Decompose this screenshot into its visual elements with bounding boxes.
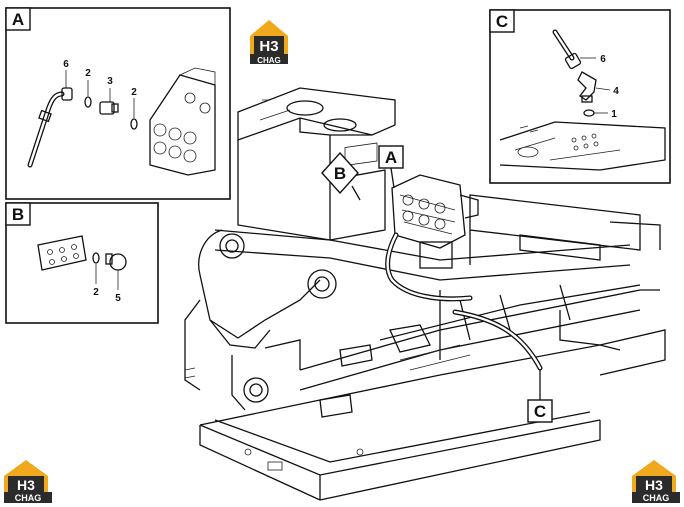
brand-logo-top: H3 CHAG [250, 20, 288, 65]
machine-frame [184, 87, 666, 501]
main-view-tag-c: C [527, 370, 553, 423]
panel-a-callout-3: 3 [107, 76, 113, 87]
main-tag-a-text: A [385, 148, 397, 167]
logo-br-line1: H3 [645, 477, 663, 493]
main-view-tag-a: A [378, 145, 404, 189]
panel-a-label: A [12, 10, 24, 29]
control-valve-block [391, 174, 479, 269]
main-tag-c-text: C [534, 402, 546, 421]
panel-c-callout-1: 6 [600, 54, 606, 65]
logo-top-line1: H3 [259, 38, 278, 55]
detail-panel-a: A 6 2 3 2 [5, 7, 231, 200]
panel-a-callout-1: 6 [63, 59, 69, 70]
logo-br-line2: CHAG [643, 493, 670, 503]
panel-b-callout-1: 2 [93, 287, 99, 298]
main-tag-b-text: B [334, 164, 346, 183]
panel-c-label: C [496, 12, 508, 31]
panel-c-callout-3: 1 [611, 109, 617, 120]
logo-top-line2: CHAG [257, 56, 281, 65]
logo-bl-line2: CHAG [15, 493, 42, 503]
panel-b-label: B [12, 205, 24, 224]
brand-logo-bottom-left: H3 CHAG [4, 460, 52, 503]
panel-b-callout-2: 5 [115, 293, 121, 304]
panel-c-callout-2: 4 [613, 86, 619, 97]
panel-a-callout-2: 2 [85, 68, 91, 79]
detail-panel-c: C 6 4 1 [489, 9, 671, 184]
brand-logo-bottom-right: H3 CHAG [632, 460, 680, 503]
main-view-tag-b: B [321, 151, 361, 201]
hydraulic-hoses [385, 232, 543, 371]
logo-bl-line1: H3 [17, 477, 35, 493]
detail-panel-b: B 2 5 [5, 202, 159, 324]
panel-a-callout-4: 2 [131, 87, 137, 98]
